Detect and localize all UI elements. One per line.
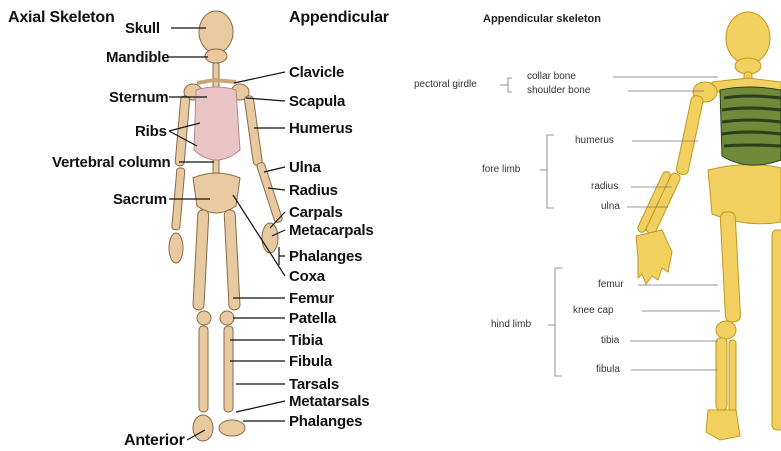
label-sacrum: Sacrum <box>113 192 167 207</box>
label-tibia: Tibia <box>289 333 323 348</box>
yellow-skeleton-illustration <box>400 0 781 451</box>
label-scapula: Scapula <box>289 94 345 109</box>
label-ulna-right: ulna <box>601 202 620 212</box>
label-fibula-right: fibula <box>596 365 620 375</box>
appendicular-skeleton-title: Appendicular skeleton <box>483 14 601 25</box>
label-patella: Patella <box>289 311 336 326</box>
label-ribs: Ribs <box>135 124 167 139</box>
label-skull: Skull <box>125 21 160 36</box>
label-phalanges-hand: Phalanges <box>289 249 362 264</box>
label-collar-bone: collar bone <box>527 72 576 82</box>
axial-appendicular-diagram: Axial Skeleton Appendicular S Skull Mand… <box>0 0 392 451</box>
appendicular-skeleton-diagram: Appendicular skeleton pectoral girdle fo… <box>400 0 781 451</box>
label-femur-right: femur <box>598 280 624 290</box>
label-coxa: Coxa <box>289 269 325 284</box>
label-shoulder-bone: shoulder bone <box>527 86 590 96</box>
label-humerus: Humerus <box>289 121 353 136</box>
label-knee-cap: knee cap <box>573 306 614 316</box>
label-carpals: Carpals <box>289 205 343 220</box>
label-fibula: Fibula <box>289 354 332 369</box>
label-ulna: Ulna <box>289 160 321 175</box>
appendicular-skeleton-title-truncated: Appendicular S <box>289 10 392 26</box>
axial-skeleton-title: Axial Skeleton <box>8 10 115 26</box>
label-femur: Femur <box>289 291 334 306</box>
label-tarsals: Tarsals <box>289 377 339 392</box>
label-vertebral-column: Vertebral column <box>52 155 171 170</box>
anterior-view-label: Anterior <box>124 433 185 449</box>
label-mandible: Mandible <box>106 50 169 65</box>
label-metacarpals: Metacarpals <box>289 223 374 238</box>
label-phalanges-foot: Phalanges <box>289 414 362 429</box>
label-tibia-right: tibia <box>601 336 619 346</box>
label-clavicle: Clavicle <box>289 65 344 80</box>
label-metatarsals: Metatarsals <box>289 394 369 409</box>
group-pectoral-girdle: pectoral girdle <box>414 80 477 90</box>
group-hind-limb: hind limb <box>491 320 531 330</box>
group-fore-limb: fore limb <box>482 165 520 175</box>
label-radius-right: radius <box>591 182 618 192</box>
label-sternum: Sternum <box>109 90 168 105</box>
label-radius: Radius <box>289 183 338 198</box>
label-humerus-right: humerus <box>575 136 614 146</box>
